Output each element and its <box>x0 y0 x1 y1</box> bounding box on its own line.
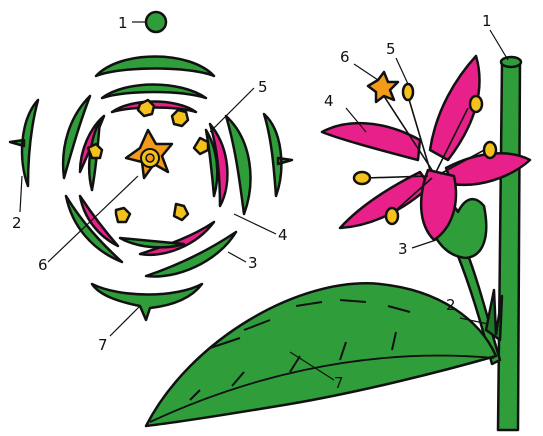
bracteole-left <box>10 100 38 186</box>
bract-bottom <box>92 284 202 320</box>
axis-circle <box>146 12 166 32</box>
label-gynoecium: 6 <box>38 256 48 274</box>
corolla <box>322 56 530 240</box>
label-axis: 1 <box>118 14 128 32</box>
label-sepal: 3 <box>248 254 258 272</box>
label-bracteole: 2 <box>12 214 22 232</box>
label-calyx: 3 <box>398 240 408 258</box>
label-bracteole-right: 2 <box>446 296 456 314</box>
label-stamen: 5 <box>258 78 268 96</box>
flower-drawing: 1 2 3 4 5 6 7 <box>146 12 530 430</box>
gynoecium <box>126 130 172 178</box>
label-stamen-right: 5 <box>386 40 396 58</box>
leaf <box>146 283 496 426</box>
bracteole-right <box>264 114 292 196</box>
label-corolla: 4 <box>324 92 334 110</box>
label-stigma: 6 <box>340 48 350 66</box>
main-stem <box>498 62 520 430</box>
label-bract: 7 <box>98 336 108 354</box>
label-petal: 4 <box>278 226 288 244</box>
bract-top <box>96 57 214 77</box>
petal-whorl <box>80 102 227 255</box>
floral-diagram: 1 2 3 4 5 6 7 <box>10 12 292 354</box>
label-leaf: 7 <box>334 374 344 392</box>
label-stem: 1 <box>482 12 492 30</box>
